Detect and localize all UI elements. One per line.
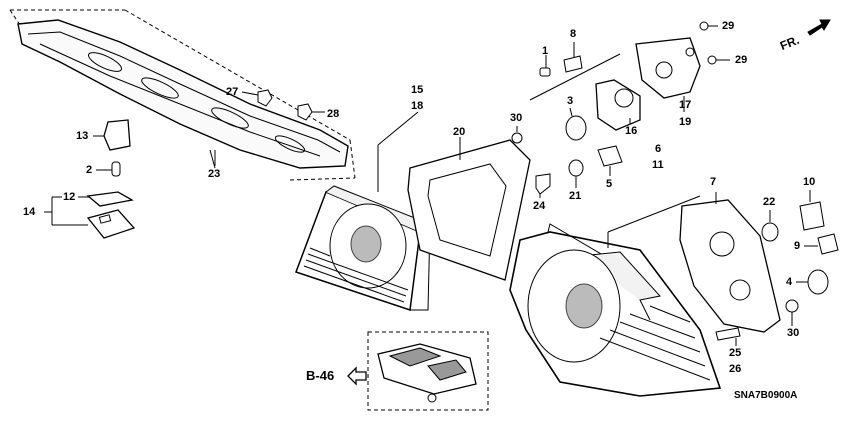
callout-26: 26 [729, 363, 742, 375]
callout-11: 11 [652, 159, 664, 171]
callout-8: 8 [570, 28, 577, 40]
callout-29-upper: 29 [722, 20, 735, 32]
screw-29-lower-part [707, 55, 730, 65]
nut-30-upper-part [511, 126, 523, 144]
callout-23: 23 [208, 168, 221, 180]
callout-20: 20 [453, 126, 466, 138]
callout-30-upper: 30 [510, 112, 523, 124]
bracket-17-part [635, 37, 701, 112]
diagram-code: SNA7B0900A [734, 390, 798, 401]
front-arrow-icon [807, 19, 831, 36]
gasket-20-part [407, 137, 531, 281]
callout-24: 24 [533, 200, 546, 212]
callout-9: 9 [794, 240, 801, 252]
socket-9-part [804, 233, 839, 255]
socket-10-part [799, 190, 825, 231]
callout-22: 22 [763, 196, 776, 208]
clip-28-part [297, 103, 325, 121]
callout-18: 18 [411, 100, 424, 112]
callout-15: 15 [411, 84, 424, 96]
callout-2: 2 [86, 164, 93, 176]
callout-10: 10 [803, 176, 816, 188]
clip-24-part [535, 173, 551, 198]
screw-29-upper-part [699, 21, 718, 31]
bulb-2-part [96, 161, 121, 177]
license-lamp-14-part [44, 196, 136, 239]
callout-28: 28 [327, 108, 340, 120]
bulb-21-part [568, 159, 584, 188]
outer-tail-lamp-part [509, 195, 722, 397]
callout-14: 14 [23, 206, 36, 218]
bulb-1-part [539, 55, 551, 77]
detail-box [367, 331, 489, 411]
callout-16: 16 [625, 125, 638, 137]
inner-lamp-housing-part [295, 111, 431, 311]
socket-16-part [595, 79, 641, 131]
callout-6: 6 [655, 143, 662, 155]
callout-5: 5 [606, 178, 613, 190]
socket-8-part [563, 42, 583, 73]
nut-30-lower-part [785, 299, 799, 326]
callout-30-lower: 30 [787, 327, 800, 339]
callout-4: 4 [786, 276, 793, 288]
b46-arrow-icon [347, 366, 367, 386]
callout-12: 12 [63, 191, 76, 203]
bulb-4-part [796, 269, 829, 295]
callout-29-lower: 29 [735, 54, 748, 66]
gasket-7-part [679, 192, 781, 333]
socket-5-part [597, 145, 623, 176]
callout-21: 21 [569, 190, 582, 202]
callout-1: 1 [542, 45, 549, 57]
license-garnish-part [17, 19, 349, 169]
divider-line [529, 53, 621, 101]
socket-13-part [93, 119, 131, 151]
callout-13: 13 [76, 130, 89, 142]
gasket-12-part [78, 191, 134, 207]
callout-7: 7 [710, 176, 717, 188]
callout-27: 27 [226, 86, 239, 98]
bulb-22-part [761, 210, 779, 242]
callout-17: 17 [679, 99, 692, 111]
ref-label-b46: B-46 [306, 368, 335, 383]
callout-3: 3 [567, 95, 574, 107]
callout-19: 19 [679, 116, 692, 128]
bulb-3-part [565, 107, 587, 141]
callout-25: 25 [729, 347, 742, 359]
screw-25-part [715, 327, 741, 346]
clip-27-part [241, 89, 273, 107]
